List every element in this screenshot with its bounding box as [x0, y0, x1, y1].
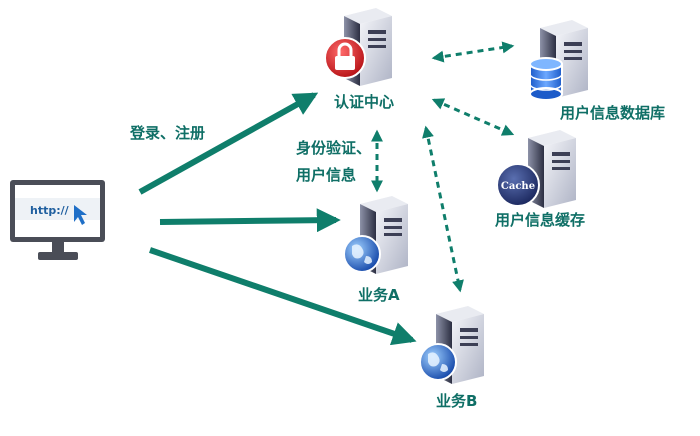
- auth-center-label: 认证中心: [334, 93, 395, 111]
- service-b-label: 业务B: [436, 392, 478, 410]
- auth-service-b-link: [422, 125, 464, 293]
- lock-icon: [324, 37, 366, 79]
- service-a-arrow: [159, 208, 341, 233]
- globe-icon: [419, 343, 457, 381]
- auth-cache-link: [431, 98, 515, 136]
- database-icon: [529, 57, 563, 101]
- monitor-icon: http://: [10, 180, 105, 260]
- service-a-label: 业务A: [358, 286, 400, 304]
- service-b-arrow: [149, 247, 417, 346]
- cursor-icon: [74, 205, 87, 225]
- url-text: http://: [30, 204, 70, 217]
- verify-label-line2: 用户信息: [296, 166, 357, 184]
- auth-db-link: [431, 41, 515, 63]
- verify-label-line1: 身份验证、: [296, 139, 372, 157]
- login-arrow: [138, 92, 319, 195]
- globe-icon: [343, 235, 381, 273]
- cache-badge-text: Cache: [501, 181, 535, 192]
- user-db-label: 用户信息数据库: [560, 104, 666, 122]
- user-cache-label: 用户信息缓存: [495, 211, 586, 229]
- login-register-label: 登录、注册: [130, 124, 206, 142]
- auth-server: [344, 8, 392, 86]
- cache-icon: Cache: [496, 163, 540, 207]
